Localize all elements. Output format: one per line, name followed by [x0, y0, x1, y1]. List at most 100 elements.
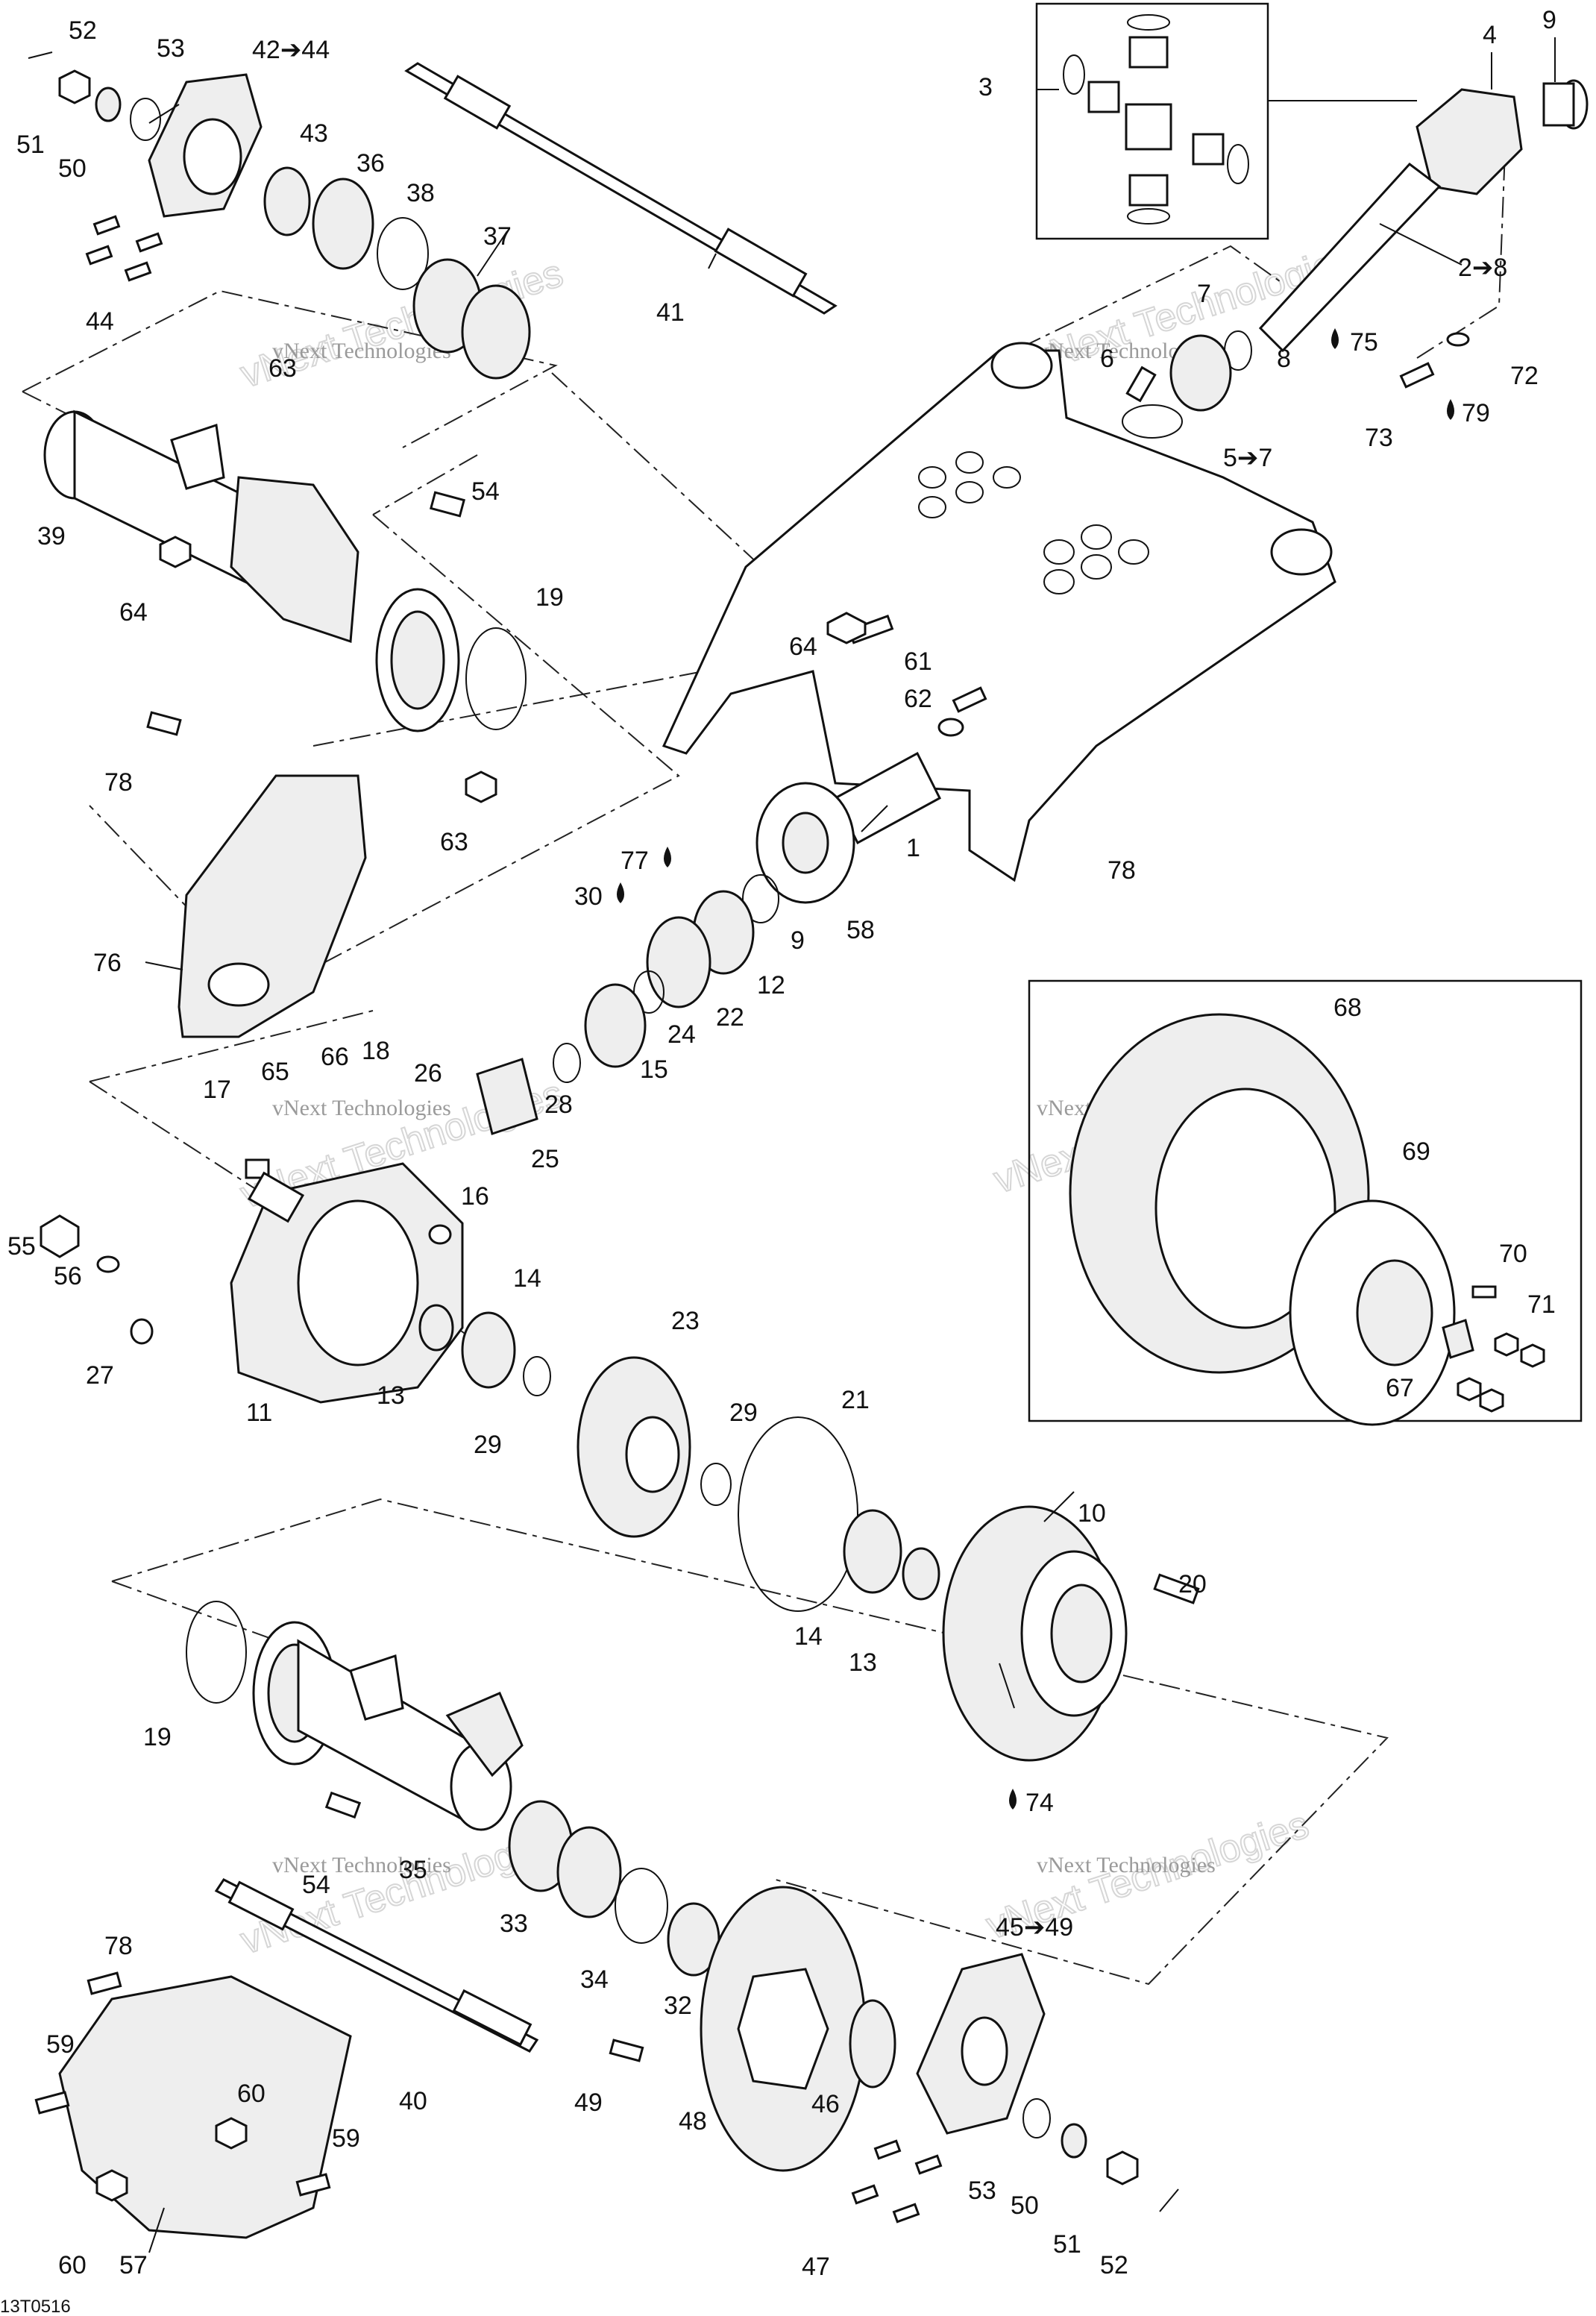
callout-16: 16 [461, 1182, 489, 1211]
callout-19: 19 [143, 1723, 172, 1751]
bolt [146, 711, 182, 736]
wheel-studs [85, 215, 163, 282]
oil-drop-icon [1447, 399, 1454, 420]
callout-30: 30 [574, 882, 603, 911]
callout-23: 23 [671, 1307, 700, 1335]
seal [849, 1999, 896, 2089]
bearing [461, 284, 531, 380]
callout-14: 14 [513, 1264, 541, 1293]
callout-53: 53 [157, 34, 185, 63]
o-ring [186, 1601, 247, 1704]
castle-nut [58, 69, 91, 104]
callout-68: 68 [1333, 994, 1362, 1022]
mounting-plate [230, 476, 359, 644]
callout-19: 19 [535, 583, 564, 612]
breather [130, 1318, 154, 1345]
callout-54: 54 [302, 1871, 330, 1899]
callout-51: 51 [1053, 2230, 1081, 2259]
callout-17: 17 [203, 1076, 231, 1104]
callout-48: 48 [679, 2107, 707, 2135]
seal [263, 166, 311, 236]
callout-60: 60 [58, 2251, 87, 2279]
drain-plug [40, 1214, 80, 1258]
axle-shaft-lower [214, 1878, 539, 2053]
callout-74: 74 [1025, 1789, 1054, 1817]
washer [937, 718, 964, 737]
callout-18: 18 [362, 1037, 390, 1065]
oil-drop-icon [664, 847, 671, 867]
callout-4: 4 [1483, 21, 1497, 49]
callout-3: 3 [978, 73, 993, 101]
o-ring-small [428, 1224, 452, 1245]
bolt [34, 2091, 70, 2115]
callout-7: 7 [1197, 280, 1211, 308]
callout-65: 65 [261, 1058, 289, 1086]
callout-24: 24 [667, 1020, 696, 1049]
swing-arm [662, 342, 1336, 882]
washer [1446, 332, 1470, 347]
lug-nut [1457, 1377, 1482, 1402]
callout-67: 67 [1386, 1374, 1414, 1402]
drawing-code: 13T0516 [0, 2297, 71, 2316]
bearing [584, 983, 647, 1068]
callout-40: 40 [399, 2087, 427, 2115]
callout-59: 59 [46, 2030, 75, 2059]
circlip [553, 1043, 581, 1083]
nut [159, 536, 192, 568]
callout-52: 52 [1100, 2251, 1128, 2279]
differential-housing [40, 1158, 551, 1404]
bolt [1399, 362, 1435, 389]
callout-72: 72 [1510, 362, 1539, 390]
lubricant-icons [617, 328, 1454, 1810]
watermark-text: vNext Technologies [1037, 1853, 1216, 1877]
callout-42-44: 42➔44 [252, 36, 330, 64]
callout-12: 12 [757, 971, 785, 999]
callout-71: 71 [1527, 1290, 1556, 1319]
callout-64: 64 [789, 633, 817, 661]
seal [902, 1547, 940, 1601]
callout-10: 10 [1078, 1499, 1106, 1528]
mount-bracket [349, 1654, 404, 1721]
callout-33: 33 [500, 1909, 528, 1938]
lug-nut [1479, 1388, 1504, 1413]
callout-45-49: 45➔49 [996, 1913, 1073, 1942]
callout-55: 55 [7, 1232, 36, 1261]
nut [465, 771, 497, 803]
callout-32: 32 [664, 1992, 692, 2020]
callout-26: 26 [414, 1059, 442, 1088]
callout-57: 57 [119, 2251, 148, 2279]
callout-20: 20 [1178, 1570, 1207, 1598]
callout-59: 59 [332, 2124, 360, 2153]
callout-70: 70 [1499, 1240, 1527, 1268]
watermark-text: vNext Technologies [272, 1096, 451, 1120]
callout-29: 29 [729, 1399, 758, 1427]
nut [95, 2169, 128, 2202]
center-cap [1442, 1319, 1474, 1359]
callout-63: 63 [268, 354, 297, 383]
mount-bracket [170, 424, 225, 490]
callout-21: 21 [841, 1386, 870, 1414]
propeller-shaft [1035, 2, 1589, 439]
callout-28: 28 [544, 1090, 573, 1119]
bolt [1153, 1573, 1200, 1604]
callout-43: 43 [300, 119, 328, 148]
callout-22: 22 [716, 1003, 744, 1032]
oil-drop-icon [617, 882, 624, 903]
bearing [843, 1509, 902, 1594]
watermark-text: vNext Technologies [272, 339, 451, 363]
bolt [952, 686, 987, 713]
callout-69: 69 [1402, 1137, 1430, 1166]
wheel-studs [851, 2139, 943, 2224]
differential-cover [942, 1505, 1200, 1762]
callout-34: 34 [580, 1965, 609, 1994]
callout-15: 15 [640, 1055, 668, 1084]
bolt [295, 2173, 331, 2197]
leader-lines [145, 37, 1556, 2253]
callout-50: 50 [1011, 2191, 1039, 2220]
lock-nut [646, 916, 711, 1008]
callout-13: 13 [849, 1648, 877, 1677]
callout-6: 6 [1100, 345, 1114, 373]
callout-8: 8 [1277, 345, 1291, 373]
circlip [615, 1868, 668, 1944]
